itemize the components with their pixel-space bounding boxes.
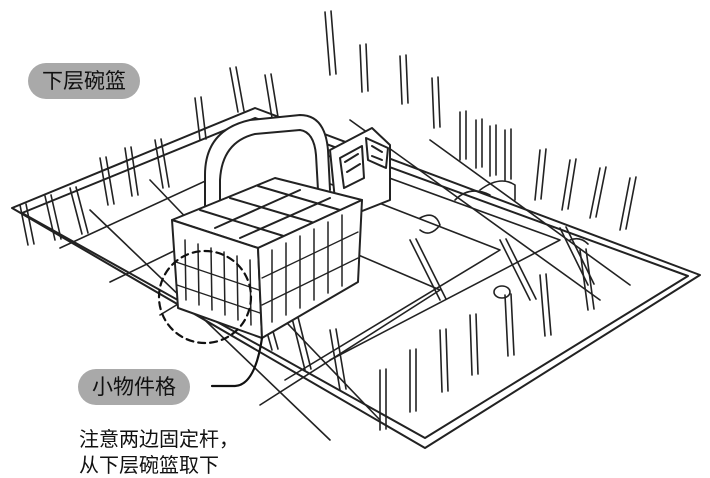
cutlery-basket <box>171 114 363 339</box>
rack-title-label: 下层碗篮 <box>28 63 140 99</box>
basket-callout-label: 小物件格 <box>78 369 190 405</box>
note-line-2: 从下层碗篮取下 <box>79 453 219 477</box>
dishwasher-rack-illustration <box>11 10 701 449</box>
rack-tines <box>19 10 637 431</box>
rack-clips <box>419 180 589 299</box>
callout-marker <box>157 249 264 388</box>
note-line-1: 注意两边固定杆， <box>79 427 239 451</box>
rack-frame <box>11 107 701 449</box>
